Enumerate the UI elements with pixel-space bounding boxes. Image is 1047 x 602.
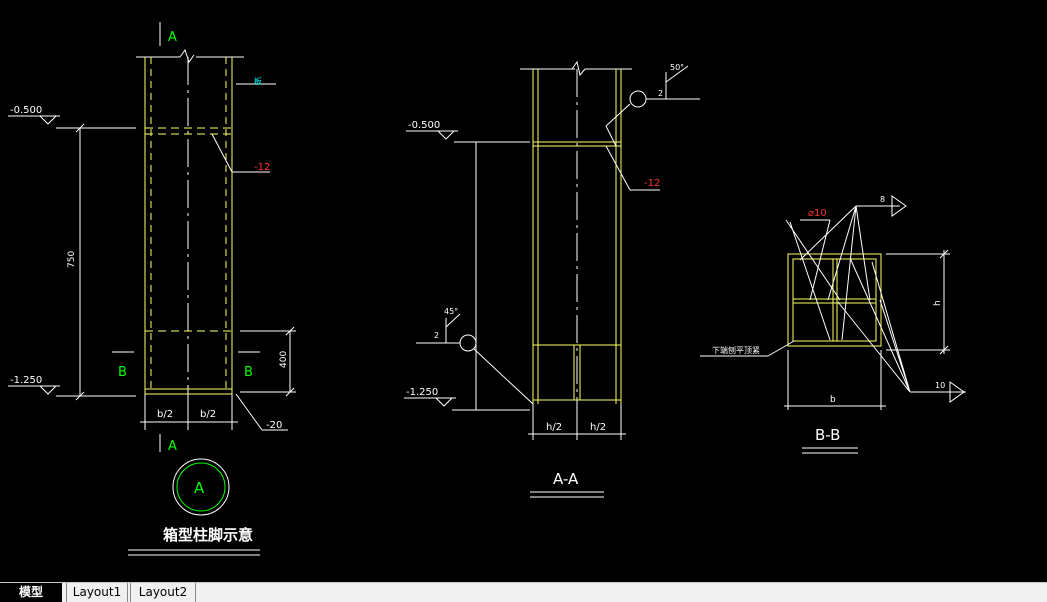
tab-layout1[interactable]: Layout1 bbox=[66, 583, 128, 602]
elev-top-left: -0.500 bbox=[10, 105, 42, 116]
dim-b: b bbox=[830, 395, 836, 405]
weld-size-top: 2 bbox=[658, 89, 663, 98]
dim-400: 400 bbox=[279, 351, 289, 368]
drawing-canvas[interactable]: A A -0.500 -1.250 750 bbox=[0, 0, 1047, 582]
dim-b2-left: b/2 bbox=[157, 409, 173, 420]
label-plate-12: -12 bbox=[254, 162, 270, 173]
weld-angle-bottom: 45° bbox=[444, 307, 458, 316]
dim-b2-right: b/2 bbox=[200, 409, 216, 420]
dim-h: h bbox=[933, 300, 943, 306]
weld-bottom-right: 10 bbox=[935, 381, 945, 390]
layout-tab-bar: 模型 Layout1 Layout2 bbox=[0, 582, 1047, 602]
side-mark-b-right: B bbox=[244, 365, 253, 380]
weld-angle-top: 50° bbox=[670, 63, 684, 72]
left-elevation-view: A A -0.500 -1.250 750 bbox=[8, 22, 296, 556]
detail-circle-label: A bbox=[194, 479, 205, 497]
section-a-a-view: -0.500 -1.250 50° 2 -12 45° 2 h/2 bbox=[404, 60, 700, 498]
elev-bottom-left: -1.250 bbox=[10, 375, 42, 386]
tab-model[interactable]: 模型 bbox=[0, 583, 62, 602]
weld-size-bottom: 2 bbox=[434, 331, 439, 340]
dim-h2-right: h/2 bbox=[590, 422, 606, 433]
side-mark-b-left: B bbox=[118, 365, 127, 380]
section-title-bb: B-B bbox=[815, 426, 840, 444]
label-plate-12-mid: -12 bbox=[644, 178, 660, 189]
top-note: 板 bbox=[254, 76, 262, 86]
dim-h2-left: h/2 bbox=[546, 422, 562, 433]
section-mark-a-bottom: A bbox=[168, 439, 177, 454]
dim-750: 750 bbox=[67, 251, 77, 268]
elev-bottom-mid: -1.250 bbox=[406, 387, 438, 398]
label-plate-20: -20 bbox=[266, 420, 282, 431]
section-title-aa: A-A bbox=[553, 470, 579, 488]
section-b-b-view: ⌀10 8 10 h b 下端刨平顶紧 B-B bbox=[700, 195, 966, 454]
tab-layout2[interactable]: Layout2 bbox=[130, 583, 196, 602]
elev-top-mid: -0.500 bbox=[408, 120, 440, 131]
weld-top-right: 8 bbox=[880, 195, 885, 204]
label-rebar: ⌀10 bbox=[808, 208, 827, 219]
left-title: 箱型柱脚示意 bbox=[163, 526, 253, 544]
note-bottom: 下端刨平顶紧 bbox=[712, 345, 760, 355]
section-mark-a-top: A bbox=[168, 30, 177, 45]
